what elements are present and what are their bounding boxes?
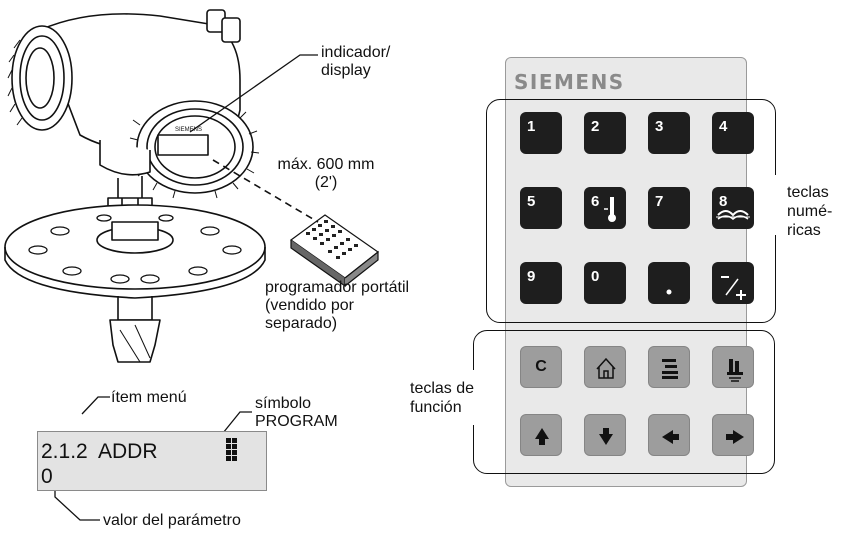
lcd-param-name: ADDR — [98, 440, 158, 463]
menu-list-icon — [662, 359, 678, 379]
programmer-label: programador portátil (vendido por separa… — [265, 279, 410, 332]
plus-minus-icon — [721, 276, 746, 300]
arrow-up-icon — [535, 428, 549, 445]
home-icon — [596, 357, 616, 379]
key-3[interactable]: 3 — [648, 112, 690, 154]
numeric-keys-label: teclas numé- ricas — [787, 184, 833, 239]
numeric-keys-bracket — [486, 99, 776, 323]
key-right[interactable] — [712, 414, 754, 456]
key-clear[interactable]: C — [520, 346, 562, 388]
wave-icon — [716, 210, 750, 220]
key-transfer[interactable] — [712, 346, 754, 388]
thermometer-icon — [604, 197, 616, 222]
program-symbol-label: símbolo PROGRAM — [255, 395, 338, 430]
key-menu[interactable] — [648, 346, 690, 388]
bracket-gap — [775, 175, 787, 235]
function-keys-label: teclas de función — [410, 380, 475, 416]
key-6[interactable]: 6 — [584, 187, 626, 229]
key-7[interactable]: 7 — [648, 187, 690, 229]
lcd-menu-item: 2.1.2 — [41, 440, 88, 463]
level-transfer-icon — [727, 359, 743, 382]
key-home[interactable] — [584, 346, 626, 388]
arrow-left-icon — [662, 430, 679, 444]
menu-item-label: ítem menú — [111, 389, 187, 406]
key-left[interactable] — [648, 414, 690, 456]
program-symbol-icon — [226, 438, 237, 461]
key-0[interactable]: 0 — [584, 262, 626, 304]
dot-icon — [666, 289, 672, 295]
arrow-right-icon — [726, 430, 744, 444]
key-9[interactable]: 9 — [520, 262, 562, 304]
distance-label: máx. 600 mm (2') — [277, 156, 375, 191]
function-keys-bracket — [473, 330, 775, 474]
key-8[interactable]: 8 — [712, 187, 754, 229]
lcd-value: 0 — [41, 465, 53, 488]
key-decimal[interactable] — [648, 262, 690, 304]
key-up[interactable] — [520, 414, 562, 456]
key-plus-minus[interactable] — [712, 262, 754, 304]
param-value-label: valor del parámetro — [103, 512, 241, 529]
svg-text:SIEMENS: SIEMENS — [175, 127, 202, 133]
remote-brand: SIEMENS — [514, 70, 625, 94]
key-4[interactable]: 4 — [712, 112, 754, 154]
key-2[interactable]: 2 — [584, 112, 626, 154]
key-1[interactable]: 1 — [520, 112, 562, 154]
arrow-down-icon — [599, 428, 613, 445]
bracket-gap-left — [466, 370, 480, 425]
key-5[interactable]: 5 — [520, 187, 562, 229]
key-down[interactable] — [584, 414, 626, 456]
indicator-label: indicador/ display — [321, 44, 391, 79]
